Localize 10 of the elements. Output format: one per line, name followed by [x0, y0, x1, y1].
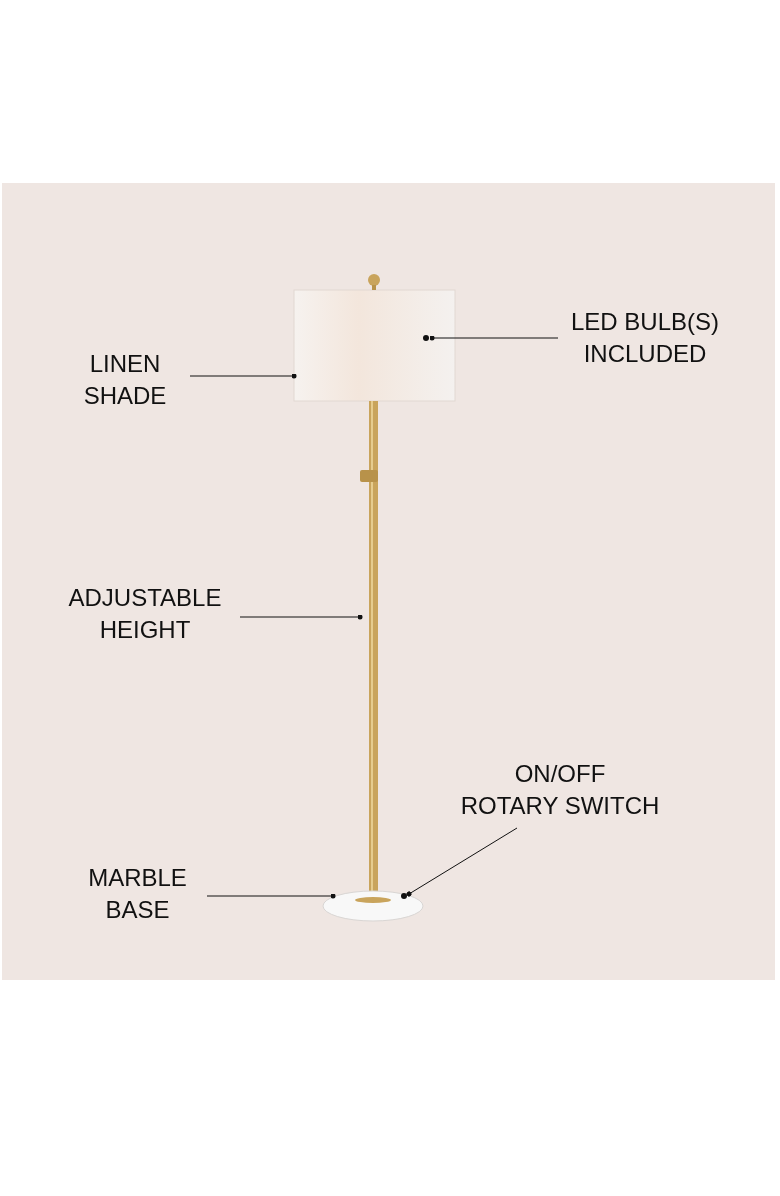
callout-label: ADJUSTABLE HEIGHT [45, 582, 245, 646]
leader-line [406, 827, 518, 897]
leader-line [206, 893, 336, 899]
leader-line [239, 614, 363, 620]
callout-label: ON/OFF ROTARY SWITCH [450, 758, 670, 822]
callout-label: LINEN SHADE [60, 348, 190, 412]
callout-label: LED BULB(S) INCLUDED [550, 306, 740, 370]
leader-line [189, 373, 297, 379]
leader-line [429, 335, 559, 341]
callout-label: MARBLE BASE [75, 862, 200, 926]
